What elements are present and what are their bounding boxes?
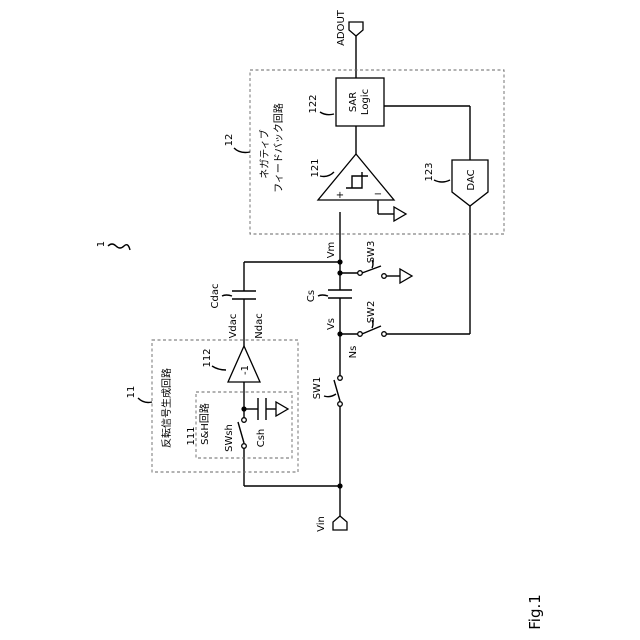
dac-123: DAC	[452, 160, 488, 206]
node-ns: Ns	[348, 346, 359, 359]
node-vdac: Vdac	[228, 314, 239, 339]
node-vm: Vm	[326, 242, 337, 259]
label-swsh: SWsh	[224, 424, 235, 452]
swsh-switch	[238, 418, 246, 449]
block-122-ref: 122	[308, 94, 319, 113]
ground-icon-sw3	[400, 269, 412, 283]
label-csh: Csh	[256, 429, 267, 448]
adout-terminal	[349, 22, 363, 36]
label-sw3: SW3	[366, 241, 377, 264]
node-ndac: Ndac	[254, 313, 265, 338]
dac-label: DAC	[466, 169, 477, 190]
label-sw2: SW2	[366, 301, 377, 324]
node-vin: Vin	[316, 516, 327, 532]
block-111-ref: 111	[186, 426, 197, 445]
block-11-ref: 11	[126, 386, 137, 399]
label-sw1: SW1	[312, 377, 323, 400]
block-11-name: 反転信号生成回路	[160, 368, 173, 448]
cs-capacitor	[328, 290, 352, 298]
system-ref: 1	[96, 241, 107, 247]
ground-icon	[276, 402, 288, 416]
csh-capacitor	[258, 398, 266, 420]
system-ref-squiggle	[108, 244, 130, 250]
node-vs: Vs	[326, 318, 337, 330]
sar-line1: SAR	[348, 92, 359, 112]
node-adout: ADOUT	[336, 9, 347, 46]
block-112-ref: 112	[202, 348, 213, 367]
comparator-121: + −	[318, 154, 394, 201]
buffer-symbol: -1	[240, 365, 251, 375]
label-cdac: Cdac	[210, 284, 221, 309]
label-cs: Cs	[306, 290, 317, 302]
block-123-ref: 123	[424, 162, 435, 181]
block-12-name-line1: ネガティブ	[258, 129, 271, 178]
block-12-name-line2: フィードバック回路	[272, 103, 285, 193]
sar-logic-122: SAR Logic	[336, 78, 384, 126]
comparator-plus: +	[336, 190, 344, 201]
cdac-capacitor	[232, 291, 256, 299]
sar-line2: Logic	[360, 89, 371, 115]
sw1-switch	[334, 376, 342, 407]
block-111-name: S&H回路	[198, 403, 211, 445]
comparator-minus: −	[374, 189, 382, 200]
vin-terminal	[333, 516, 347, 530]
buffer-112: -1	[228, 346, 260, 382]
figure-label: Fig.1	[526, 594, 544, 630]
ground-icon-comparator	[394, 207, 406, 221]
block-12-ref: 12	[224, 134, 235, 147]
block-121-ref: 121	[310, 158, 321, 177]
